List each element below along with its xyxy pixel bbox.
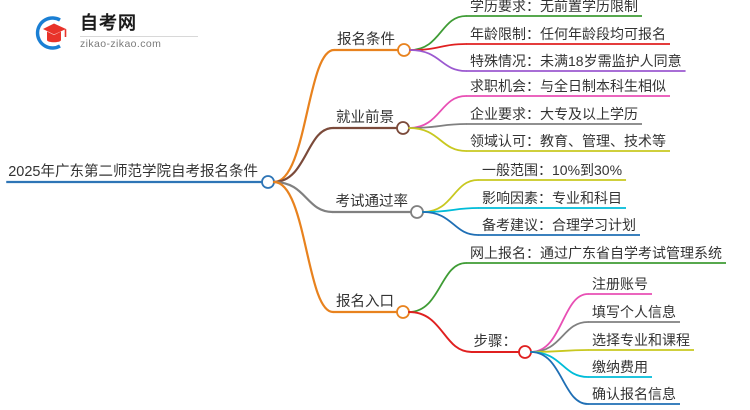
leaf-label-3-1-2: 选择专业和课程 bbox=[592, 332, 690, 348]
logo-divider bbox=[80, 36, 198, 37]
subbranch-label-3-1: 步骤： bbox=[473, 333, 518, 350]
root-node[interactable] bbox=[261, 175, 275, 189]
branch-node-3[interactable] bbox=[396, 305, 410, 319]
leaf-label-3-1-4: 确认报名信息 bbox=[592, 386, 676, 402]
branch-label-0: 报名条件 bbox=[337, 31, 395, 48]
logo-subtitle: zikao-zikao.com bbox=[80, 38, 162, 50]
branch-label-3: 报名入口 bbox=[336, 293, 394, 310]
logo-title: 自考网 bbox=[80, 13, 137, 33]
leaf-label-3-1-1: 填写个人信息 bbox=[592, 304, 676, 320]
branch-label-2: 考试通过率 bbox=[335, 193, 409, 210]
leaf-label-1-0: 求职机会：与全日制本科生相似 bbox=[470, 78, 666, 94]
root-node-label: 2025年广东第二师范学院自考报名条件 bbox=[8, 163, 258, 180]
leaf-label-0-1: 年龄限制：任何年龄段均可报名 bbox=[470, 26, 666, 42]
branch-node-1[interactable] bbox=[396, 121, 410, 135]
leaf-label-0-0: 学历要求：无前置学历限制 bbox=[470, 0, 638, 14]
branch-label-1: 就业前景 bbox=[336, 109, 394, 126]
subbranch-node-3-1[interactable] bbox=[518, 345, 532, 359]
leaf-label-0-2: 特殊情况：未满18岁需监护人同意 bbox=[470, 53, 682, 69]
leaf-label-2-0: 一般范围：10%到30% bbox=[482, 162, 623, 178]
leaf-label-1-2: 领域认可：教育、管理、技术等 bbox=[470, 133, 666, 149]
branch-node-0[interactable] bbox=[397, 43, 411, 57]
leaf-label-3-1-3: 缴纳费用 bbox=[592, 359, 648, 375]
leaf-label-3-0: 网上报名：通过广东省自学考试管理系统 bbox=[470, 245, 722, 261]
site-logo: 自考网 zikao-zikao.com bbox=[30, 11, 220, 55]
leaf-label-3-1-0: 注册账号 bbox=[592, 276, 648, 292]
branch-node-2[interactable] bbox=[410, 205, 424, 219]
leaf-label-2-1: 影响因素：专业和科目 bbox=[482, 190, 622, 206]
leaf-label-2-2: 备考建议：合理学习计划 bbox=[482, 217, 636, 233]
leaf-label-1-1: 企业要求：大专及以上学历 bbox=[470, 106, 638, 122]
graduation-cap-logo-icon bbox=[30, 13, 72, 53]
